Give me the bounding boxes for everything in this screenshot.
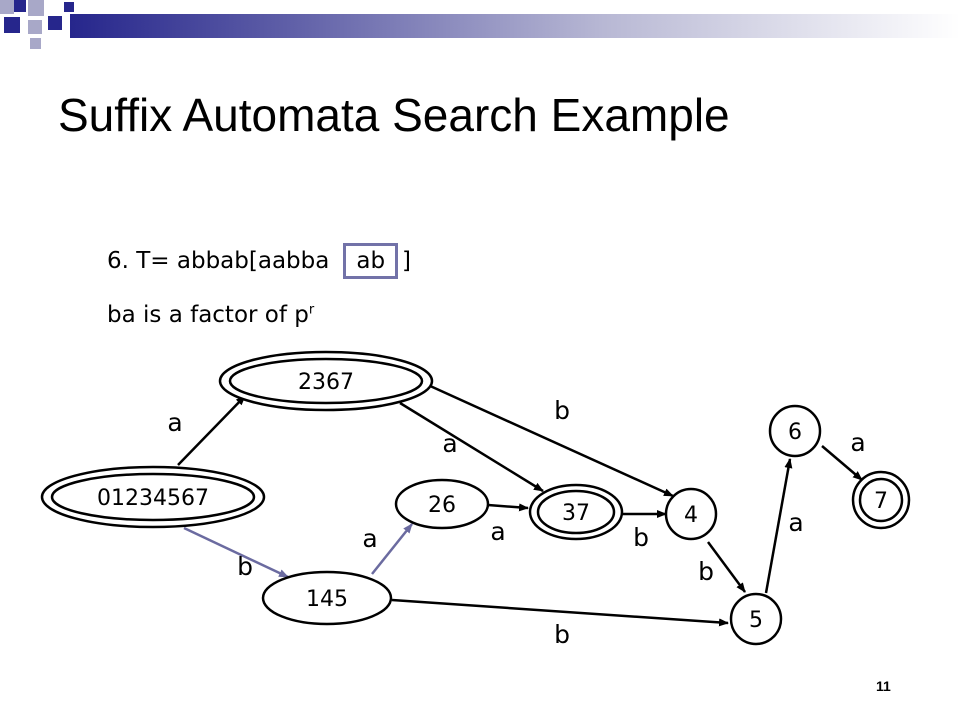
edge-145-26 <box>371 523 413 575</box>
state-label-2367: 2367 <box>298 370 354 395</box>
edge-01234567-145 <box>183 526 289 579</box>
corner-square-light-2 <box>28 0 44 16</box>
state-26: 26 <box>394 478 490 530</box>
line1-prefix: 6. T= abbab[aabba <box>107 248 330 274</box>
edge-label-37-4: b <box>633 523 649 552</box>
page-number: 11 <box>876 678 891 694</box>
line2-superscript: r <box>308 302 315 318</box>
state-01234567: 01234567 <box>40 465 266 529</box>
edge-label-26-37: a <box>490 517 505 546</box>
edge-label-145-5: b <box>554 620 570 649</box>
edge-label-01234567-145: b <box>237 552 253 581</box>
edge-6-7 <box>821 445 863 481</box>
edge-2367-4 <box>427 383 674 498</box>
corner-square-dark-1 <box>14 0 26 12</box>
edge-label-01234567-2367: a <box>167 408 182 437</box>
state-4: 4 <box>664 487 718 541</box>
line1-suffix: ] <box>402 248 412 274</box>
state-6: 6 <box>768 404 822 458</box>
line2-text: ba is a factor of p <box>107 302 309 328</box>
edge-label-4-5: b <box>698 557 714 586</box>
state-label-7: 7 <box>874 489 888 514</box>
state-label-01234567: 01234567 <box>97 486 209 511</box>
state-2367: 2367 <box>218 350 434 412</box>
edge-5-6 <box>764 458 793 594</box>
corner-square-light-3 <box>28 20 42 34</box>
text-line-2: ba is a factor of pr <box>107 302 314 328</box>
edge-145-5 <box>391 598 729 627</box>
state-label-26: 26 <box>428 493 456 518</box>
edge-01234567-2367 <box>177 395 246 466</box>
state-5: 5 <box>729 592 783 646</box>
corner-square-dark-2 <box>4 17 20 33</box>
corner-square-light-4 <box>30 38 41 49</box>
state-label-145: 145 <box>306 587 348 612</box>
edge-2367-37 <box>399 401 544 493</box>
state-label-4: 4 <box>684 503 698 528</box>
slide-title: Suffix Automata Search Example <box>58 89 730 141</box>
state-7: 7 <box>851 470 911 530</box>
highlight-box: ab <box>343 243 399 279</box>
corner-square-dark-3 <box>48 16 62 30</box>
edge-label-2367-37: a <box>442 429 457 458</box>
edge-4-5 <box>706 541 747 593</box>
corner-square-light-1 <box>0 0 14 14</box>
edge-label-5-6: a <box>788 508 803 537</box>
header-gradient-bar <box>70 14 960 38</box>
state-label-37: 37 <box>562 501 590 526</box>
state-label-5: 5 <box>749 608 763 633</box>
corner-square-dark-4 <box>64 2 74 12</box>
edge-label-2367-4: b <box>554 396 570 425</box>
edge-26-37 <box>487 503 529 512</box>
state-label-6: 6 <box>788 420 802 445</box>
state-37: 37 <box>528 483 624 541</box>
edge-label-6-7: a <box>850 428 865 457</box>
state-145: 145 <box>261 570 393 626</box>
edge-label-145-26: a <box>362 524 377 553</box>
text-line-1: 6. T= abbab[aabba ab] <box>107 243 411 279</box>
